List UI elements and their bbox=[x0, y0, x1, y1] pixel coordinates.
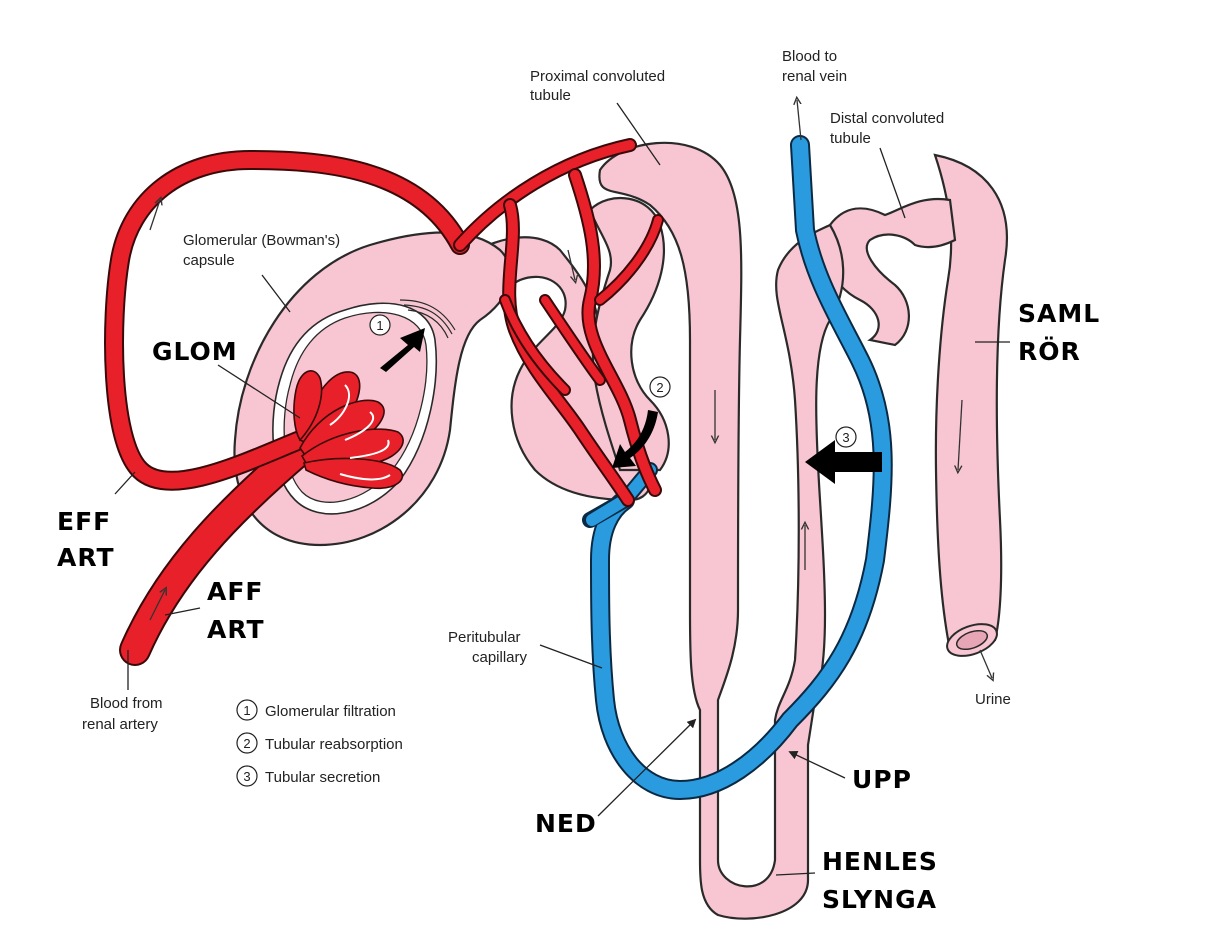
svg-text:HENLES: HENLES bbox=[822, 847, 938, 876]
svg-text:Distal convoluted: Distal convoluted bbox=[830, 110, 944, 127]
label-proximal-convoluted-tubule: Proximal convoluted tubule bbox=[530, 68, 665, 104]
svg-text:1: 1 bbox=[243, 703, 250, 718]
svg-text:EFF: EFF bbox=[57, 507, 111, 536]
label-aff-art: AFF ART bbox=[207, 577, 265, 644]
svg-text:ART: ART bbox=[57, 543, 115, 572]
svg-text:Peritubular: Peritubular bbox=[448, 629, 521, 646]
svg-text:Glomerular (Bowman's): Glomerular (Bowman's) bbox=[183, 232, 340, 249]
bowmans-capsule bbox=[234, 233, 510, 546]
svg-text:Glomerular filtration: Glomerular filtration bbox=[265, 703, 396, 720]
legend-item-filtration: 1 Glomerular filtration bbox=[237, 700, 396, 720]
svg-text:2: 2 bbox=[243, 736, 250, 751]
svg-text:SAML: SAML bbox=[1018, 299, 1100, 328]
svg-text:1: 1 bbox=[376, 318, 383, 333]
label-blood-to-renal-vein: Blood to renal vein bbox=[782, 48, 847, 85]
svg-text:tubule: tubule bbox=[830, 130, 871, 147]
svg-text:capillary: capillary bbox=[472, 649, 528, 666]
svg-text:3: 3 bbox=[842, 430, 849, 445]
process-marker-1: 1 bbox=[370, 315, 390, 335]
label-eff-art: EFF ART bbox=[57, 507, 115, 572]
process-marker-2: 2 bbox=[650, 377, 670, 397]
svg-text:2: 2 bbox=[656, 380, 663, 395]
label-saml-ror: SAML RÖR bbox=[1018, 299, 1100, 366]
label-ned: NED bbox=[535, 809, 597, 838]
label-upp: UPP bbox=[852, 765, 912, 794]
svg-text:tubule: tubule bbox=[530, 87, 571, 104]
label-glom: GLOM bbox=[152, 337, 238, 366]
svg-text:Tubular reabsorption: Tubular reabsorption bbox=[265, 736, 403, 753]
svg-text:renal artery: renal artery bbox=[82, 716, 158, 733]
svg-text:AFF: AFF bbox=[207, 577, 264, 606]
svg-text:ART: ART bbox=[207, 615, 265, 644]
label-peritubular-capillary: Peritubular capillary bbox=[448, 629, 528, 666]
label-blood-from-renal-artery: Blood from renal artery bbox=[82, 695, 163, 733]
svg-text:renal vein: renal vein bbox=[782, 68, 847, 85]
process-marker-3: 3 bbox=[836, 427, 856, 447]
legend-item-reabsorption: 2 Tubular reabsorption bbox=[237, 733, 403, 753]
label-urine: Urine bbox=[975, 691, 1011, 708]
legend: 1 Glomerular filtration 2 Tubular reabso… bbox=[237, 700, 403, 786]
label-glomerular-capsule: Glomerular (Bowman's) capsule bbox=[183, 232, 340, 269]
label-distal-convoluted-tubule: Distal convoluted tubule bbox=[830, 110, 944, 147]
svg-text:capsule: capsule bbox=[183, 252, 235, 269]
svg-text:Proximal convoluted: Proximal convoluted bbox=[530, 68, 665, 85]
svg-text:Tubular secretion: Tubular secretion bbox=[265, 769, 380, 786]
svg-text:RÖR: RÖR bbox=[1018, 336, 1081, 366]
svg-text:Blood from: Blood from bbox=[90, 695, 163, 712]
svg-text:SLYNGA: SLYNGA bbox=[822, 885, 937, 914]
label-henles-slynga: HENLES SLYNGA bbox=[822, 847, 938, 914]
legend-item-secretion: 3 Tubular secretion bbox=[237, 766, 380, 786]
svg-text:Blood to: Blood to bbox=[782, 48, 837, 65]
svg-text:3: 3 bbox=[243, 769, 250, 784]
